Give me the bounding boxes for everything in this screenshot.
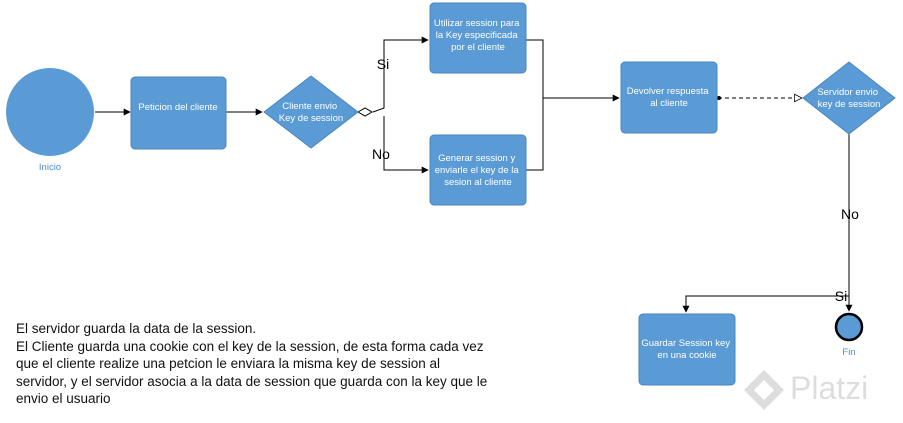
generar-session-label: Generar session y enviarle el key de la … — [435, 153, 522, 188]
edge-cliente-envio-no — [383, 116, 429, 174]
node-devolver: Devolver respuesta al cliente — [620, 61, 718, 134]
servidor-envio-diamond — [802, 61, 896, 135]
devolver-line-2: al cliente — [650, 98, 688, 109]
servidor-envio-line-1: Servidor envio — [817, 87, 878, 98]
peticion-label: Peticion del cliente — [138, 102, 217, 113]
devolver-box — [620, 61, 718, 134]
node-generar-session: Generar session y enviarle el key de la … — [429, 134, 527, 206]
generar-session-box — [429, 134, 527, 206]
utilizar-session-box — [429, 2, 527, 74]
utilizar-session-label: Utilizar session para la Key especificad… — [434, 18, 522, 53]
node-inicio: Inicio — [6, 68, 94, 173]
watermark-text: Platzi — [790, 370, 869, 406]
note-line-4: servidor, y el servidor asocia a la data… — [16, 373, 488, 389]
guardar-line-2: en una cookie — [657, 350, 716, 361]
generar-session-line-2: enviarle el key de la — [435, 165, 520, 176]
node-fin: Fin — [834, 312, 864, 358]
servidor-envio-line-2: key de session — [818, 99, 881, 110]
node-servidor-envio: Servidor envio key de session — [802, 61, 896, 135]
edge-cliente-envio-si — [372, 36, 429, 113]
dashed-edge-start-dot — [717, 96, 721, 100]
node-utilizar-session: Utilizar session para la Key especificad… — [429, 2, 527, 74]
peticion-line-1: Peticion del cliente — [138, 102, 217, 113]
inicio-circle — [6, 68, 94, 156]
node-cliente-envio: Cliente envio Key de session — [263, 75, 359, 149]
edge-generar-merge — [526, 98, 544, 171]
utilizar-session-line-3: por el cliente — [451, 42, 505, 53]
note-line-2: El Cliente guarda una cookie con el key … — [16, 338, 484, 354]
devolver-line-1: Devolver respuesta — [627, 86, 710, 97]
platzi-watermark: Platzi — [742, 368, 897, 412]
edge-utilizar-merge — [526, 39, 544, 98]
peticion-box — [130, 76, 227, 150]
node-guardar: Guardar Session key en una cookie — [638, 313, 736, 386]
note-line-1: El servidor guarda la data de la session… — [16, 321, 257, 336]
cliente-envio-diamond — [263, 75, 359, 149]
cliente-envio-label: Cliente envio Key de session — [279, 101, 343, 124]
devolver-label: Devolver respuesta al cliente — [627, 86, 712, 109]
cliente-envio-line-1: Cliente envio — [282, 101, 337, 112]
platzi-logo-icon — [744, 370, 784, 410]
utilizar-session-line-1: Utilizar session para — [434, 18, 520, 29]
guardar-line-1: Guardar Session key — [641, 338, 730, 349]
servidor-envio-label: Servidor envio key de session — [817, 87, 880, 110]
note-line-5: envio el usuario — [16, 391, 111, 406]
cliente-envio-line-2: Key de session — [279, 113, 343, 124]
edge-label-no-lower: No — [372, 146, 390, 162]
generar-session-line-1: Generar session y — [438, 153, 515, 164]
utilizar-session-line-2: la Key especificada — [436, 30, 519, 41]
edges — [95, 36, 853, 313]
guardar-box — [638, 313, 736, 386]
node-peticion: Peticion del cliente — [130, 76, 227, 150]
guardar-label: Guardar Session key en una cookie — [641, 338, 732, 361]
fin-caption: Fin — [842, 347, 855, 358]
inicio-caption: Inicio — [39, 162, 61, 173]
edge-label-si-upper: Si — [377, 56, 389, 72]
edge-label-no-vertical: No — [841, 206, 859, 222]
edge-label-si-lower: Si — [835, 288, 847, 304]
edge-si-guardar — [682, 295, 849, 313]
generar-session-line-3: sesion al cliente — [444, 177, 512, 188]
note-line-3: que el cliente realize una petcion le en… — [16, 356, 440, 371]
explanation-note: El servidor guarda la data de la session… — [16, 320, 526, 408]
decision-origin-marker — [356, 107, 374, 117]
fin-circle — [834, 312, 864, 342]
